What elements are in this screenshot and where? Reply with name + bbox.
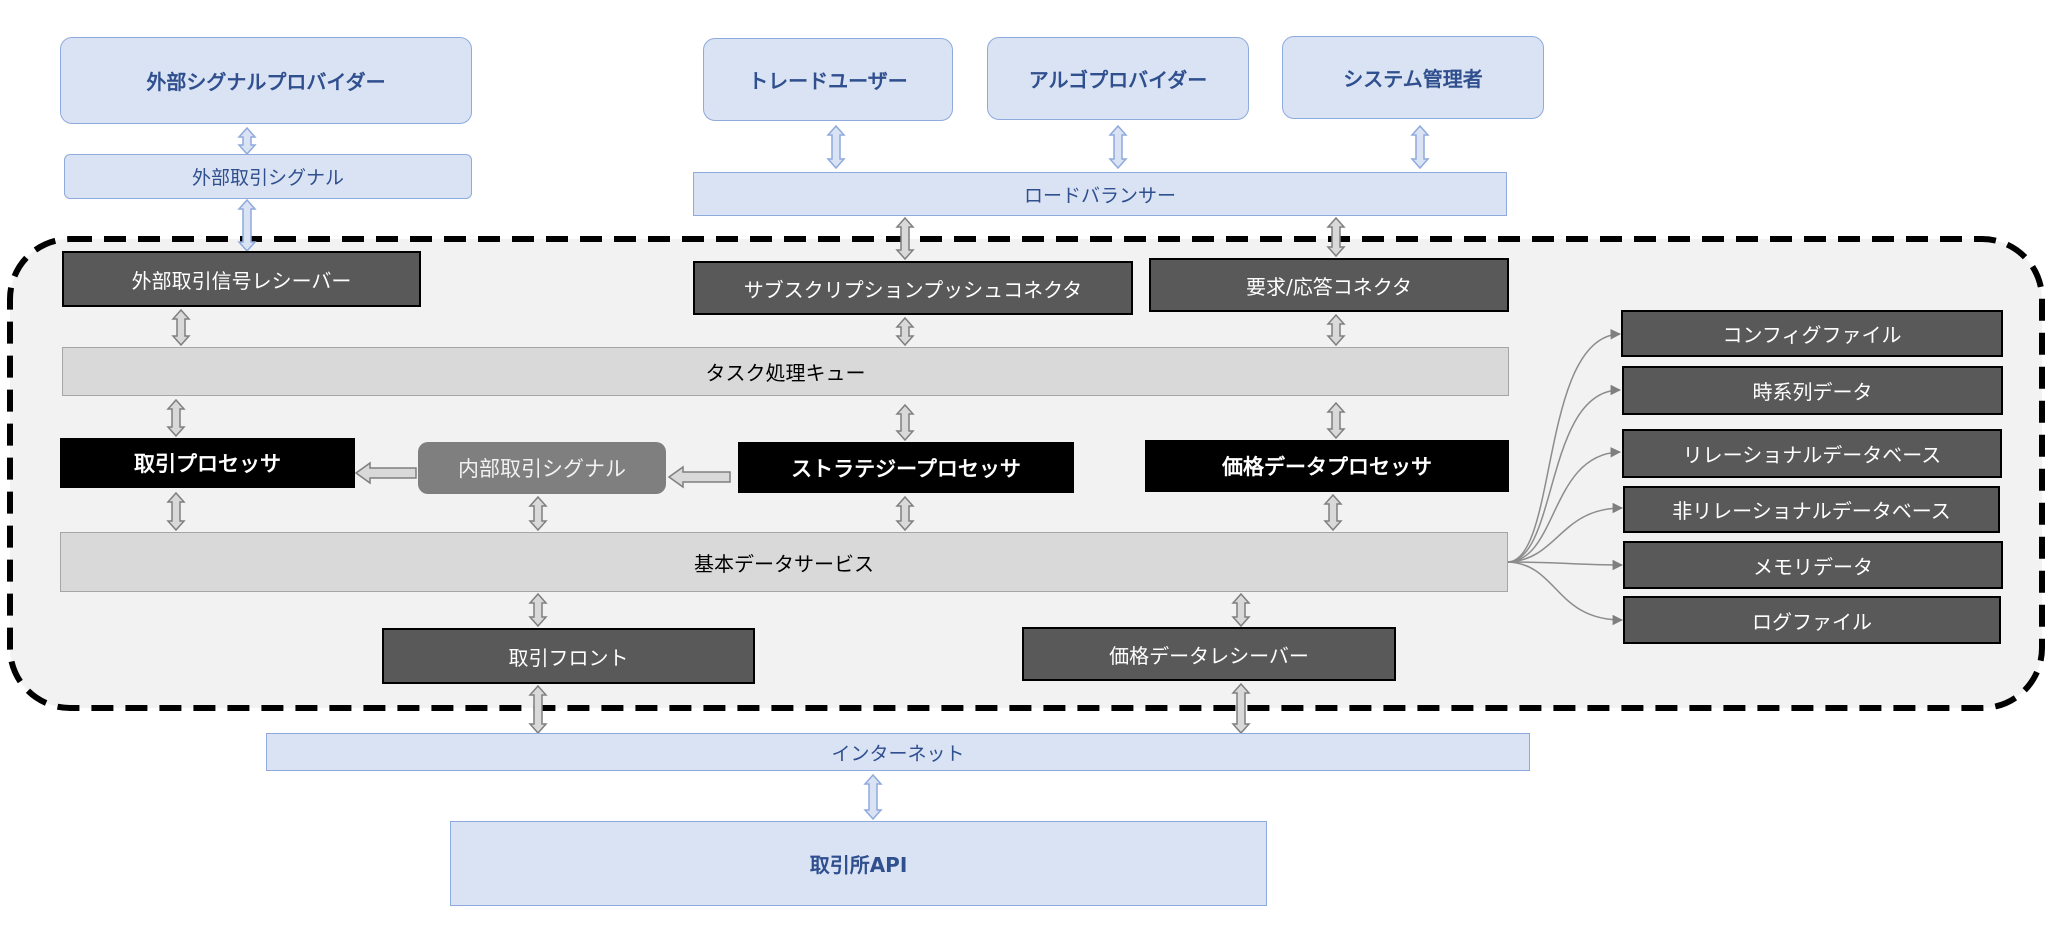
arrow-price-data — [1323, 493, 1343, 532]
arrow-lb-subscription — [895, 216, 915, 261]
storage-config-file: コンフィグファイル — [1621, 310, 2003, 357]
arrow-internal-to-trade — [354, 461, 417, 485]
price-data-processor: 価格データプロセッサ — [1145, 440, 1509, 492]
arrow-strategy-to-internal — [667, 465, 731, 489]
price-data-receiver: 価格データレシーバー — [1022, 627, 1396, 681]
storage-nonrelational-db: 非リレーショナルデータベース — [1623, 486, 2000, 533]
system-admin: システム管理者 — [1282, 36, 1544, 119]
external-signal-receiver: 外部取引信号レシーバー — [62, 251, 421, 307]
link-log-file — [1507, 561, 1624, 626]
trade-processor: 取引プロセッサ — [60, 438, 355, 488]
trade-user: トレードユーザー — [703, 38, 953, 121]
link-relational-db — [1507, 447, 1622, 563]
internet: インターネット — [266, 733, 1530, 771]
external-trade-signal: 外部取引シグナル — [64, 154, 472, 199]
external-signal-provider: 外部シグナルプロバイダー — [60, 37, 472, 124]
storage-timeseries: 時系列データ — [1622, 366, 2003, 415]
arrow-admin-lb — [1410, 124, 1430, 170]
storage-relational-db: リレーショナルデータベース — [1622, 429, 2002, 478]
internal-trade-signal: 内部取引シグナル — [418, 442, 666, 494]
trade-front: 取引フロント — [382, 628, 755, 684]
load-balancer: ロードバランサー — [693, 172, 1507, 216]
request-response-connector: 要求/応答コネクタ — [1149, 258, 1509, 312]
storage-memory-data: メモリデータ — [1623, 541, 2003, 589]
algo-provider: アルゴプロバイダー — [987, 37, 1249, 120]
arrow-user-lb — [826, 124, 846, 170]
exchange-api: 取引所API — [450, 821, 1267, 906]
basic-data-service: 基本データサービス — [60, 532, 1508, 592]
arrow-lb-request — [1326, 216, 1346, 258]
link-nonrelational-db — [1507, 502, 1624, 563]
arrow-signal-receiver — [237, 198, 257, 253]
arrow-internet-api — [863, 773, 883, 821]
storage-log-file: ログファイル — [1623, 596, 2001, 644]
link-config-file — [1507, 329, 1622, 563]
arrow-subscription-queue — [895, 316, 915, 347]
arrow-receiver-internet — [1231, 682, 1251, 735]
link-timeseries — [1507, 384, 1622, 563]
strategy-processor: ストラテジープロセッサ — [738, 442, 1074, 493]
arrow-data-front — [528, 592, 548, 628]
arrow-internal-data — [528, 495, 548, 532]
arrow-receiver-queue — [171, 308, 191, 347]
link-memory-data — [1507, 559, 1624, 571]
arrow-queue-price — [1326, 401, 1346, 440]
subscription-push-connector: サブスクリプションプッシュコネクタ — [693, 261, 1133, 315]
arrow-data-receiver — [1231, 592, 1251, 628]
task-processing-queue: タスク処理キュー — [62, 347, 1509, 396]
arrow-trade-data — [166, 491, 186, 532]
arrow-queue-strategy — [895, 403, 915, 442]
arrow-request-queue — [1326, 313, 1346, 347]
arrow-strategy-data — [895, 495, 915, 532]
arrow-algo-lb — [1108, 124, 1128, 170]
arrow-queue-trade — [166, 398, 186, 438]
arrow-provider-signal — [237, 126, 257, 156]
